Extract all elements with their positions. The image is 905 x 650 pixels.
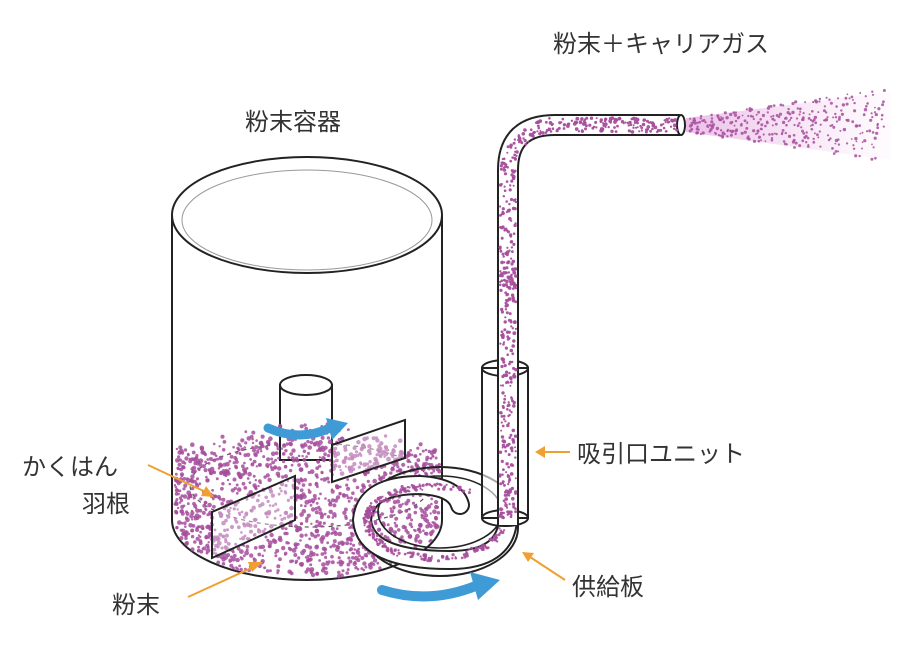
leader-supply: [526, 554, 566, 581]
label-container: 粉末容器: [245, 108, 341, 136]
container-rim: [171, 156, 443, 274]
leader-lines: [147, 446, 570, 598]
label-output: 粉末＋キャリアガス: [553, 30, 769, 58]
container-inner-rim: [181, 169, 433, 271]
label-blade-line2: 羽根: [82, 490, 130, 518]
stirring-blades: [211, 418, 406, 560]
channel-powder: [362, 482, 506, 563]
rotation-arrowhead-bottom: [470, 572, 500, 600]
leader-powder: [187, 564, 259, 598]
label-blade-line1: かくはん: [22, 453, 118, 481]
label-powder: 粉末: [112, 591, 160, 619]
label-suction: 吸引口ユニット: [577, 440, 745, 468]
spray-plume: [686, 89, 890, 161]
label-supply: 供給板: [572, 573, 644, 601]
rotation-arrow-top: [263, 423, 335, 440]
rotation-arrow-bottom: [377, 580, 483, 602]
leader-blade: [147, 464, 211, 495]
rotation-arrowhead-top: [326, 418, 348, 440]
tube-powder: [498, 116, 679, 520]
